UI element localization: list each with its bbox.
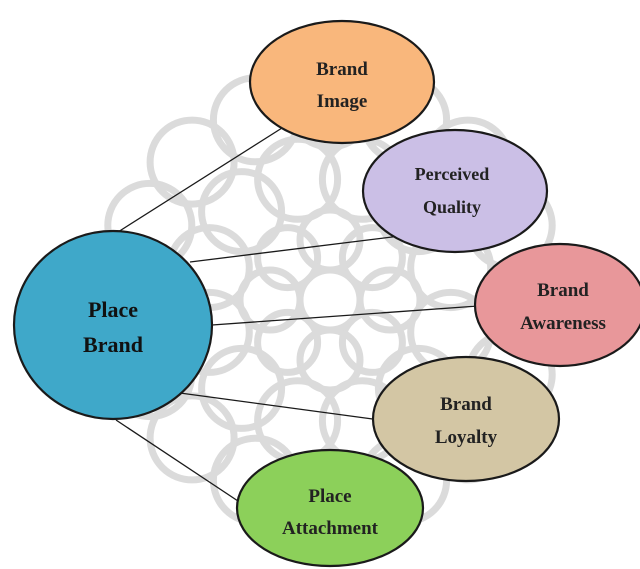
watermark-petal xyxy=(198,344,286,432)
watermark-petal xyxy=(254,135,342,223)
connector-lines xyxy=(115,127,479,506)
connector-perceived-quality xyxy=(189,235,401,263)
center-node-place-brand: Place Brand xyxy=(12,229,214,421)
connector-brand-loyalty xyxy=(179,392,381,421)
watermark-petal xyxy=(146,116,238,208)
center-node-label-line1: Place xyxy=(88,297,138,322)
center-node-shape xyxy=(12,229,214,421)
watermark-petal xyxy=(146,392,238,484)
node-brand-image-shape xyxy=(248,19,436,145)
node-brand-image-line1: Brand xyxy=(316,59,368,80)
watermark-petal xyxy=(236,266,304,334)
node-brand-loyalty-shape xyxy=(371,355,561,483)
node-brand-image: Brand Image xyxy=(248,19,436,145)
watermark-petal xyxy=(198,168,286,256)
watermark-center xyxy=(296,266,364,334)
node-perceived-quality-line1: Perceived xyxy=(415,164,490,184)
node-perceived-quality-line2: Quality xyxy=(423,197,481,217)
node-place-attachment-line2: Attachment xyxy=(282,518,379,539)
watermark-petal xyxy=(338,224,406,292)
node-place-attachment-line1: Place xyxy=(308,486,351,507)
watermark-petal xyxy=(356,266,424,334)
node-brand-image-line2: Image xyxy=(317,91,368,112)
watermark-petal xyxy=(254,224,322,292)
connector-place-attachment xyxy=(115,419,245,506)
node-brand-awareness-line1: Brand xyxy=(537,280,589,301)
node-brand-awareness-line2: Awareness xyxy=(520,313,606,334)
node-perceived-quality: Perceived Quality xyxy=(361,128,549,254)
node-brand-loyalty: Brand Loyalty xyxy=(371,355,561,483)
watermark-petal xyxy=(296,206,364,274)
watermark-petal xyxy=(254,308,322,376)
connector-brand-awareness xyxy=(211,305,479,326)
node-brand-awareness-shape xyxy=(473,242,640,368)
watermark-petal xyxy=(296,326,364,394)
node-perceived-quality-shape xyxy=(361,128,549,254)
node-brand-awareness: Brand Awareness xyxy=(473,242,640,368)
center-node-label-line2: Brand xyxy=(83,332,143,357)
node-place-attachment-shape xyxy=(235,448,425,568)
watermark-petal xyxy=(338,308,406,376)
connector-brand-image xyxy=(117,127,283,233)
node-brand-loyalty-line2: Loyalty xyxy=(435,427,498,448)
node-place-attachment: Place Attachment xyxy=(235,448,425,568)
node-brand-loyalty-line1: Brand xyxy=(440,394,492,415)
